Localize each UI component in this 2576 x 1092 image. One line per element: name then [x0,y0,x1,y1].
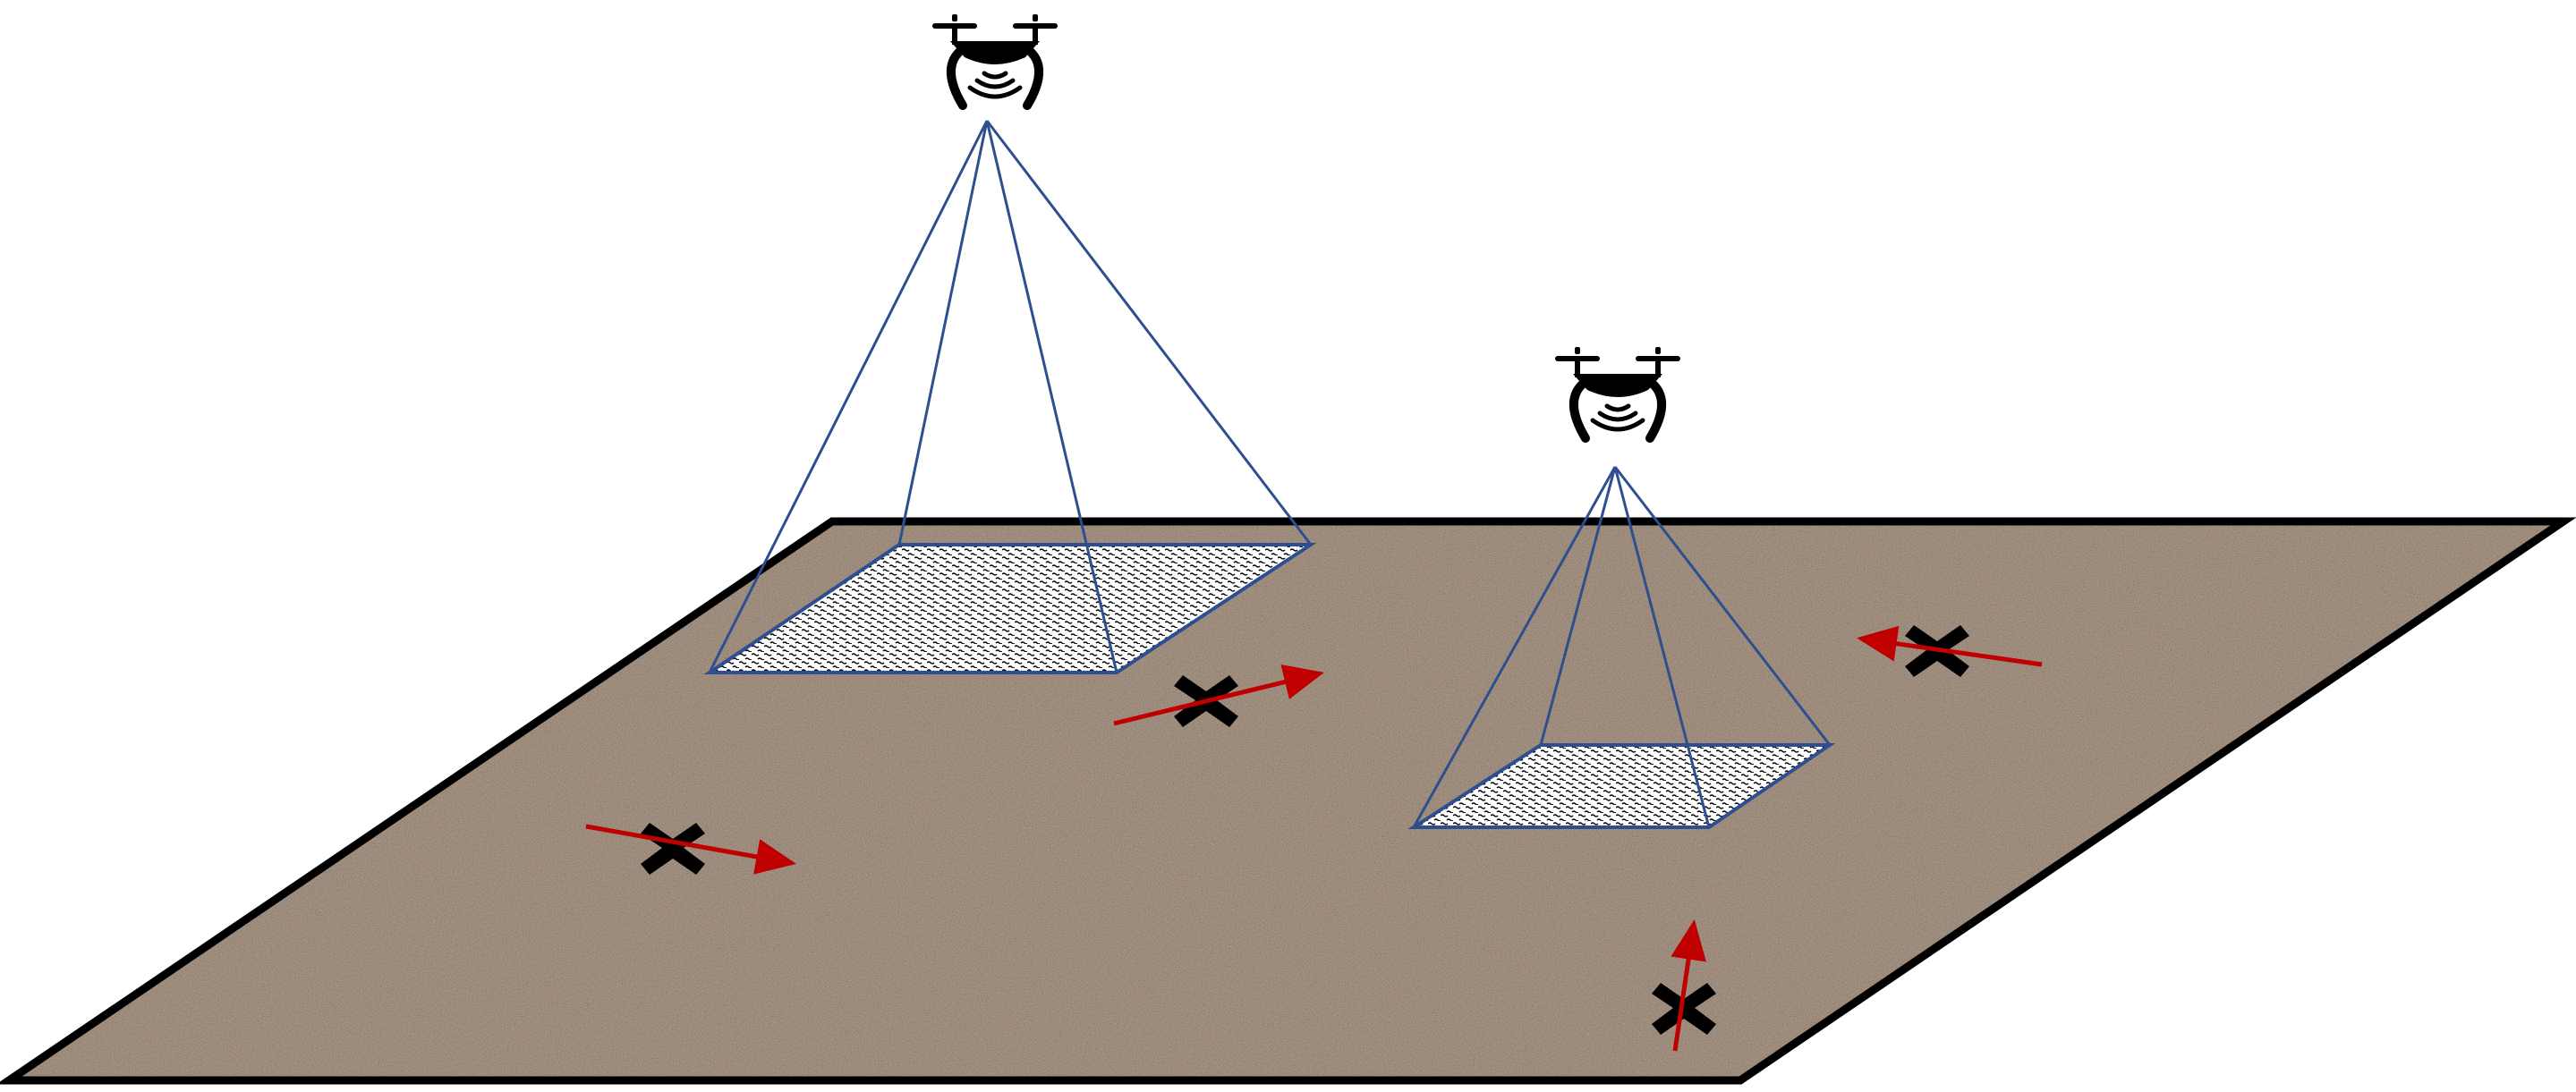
drone-icon [932,14,1058,106]
target-2 [1113,665,1324,727]
view-frustum-low [1412,466,1832,828]
view-frustum-high [708,120,1313,673]
motion-arrow [1671,919,1706,1052]
motion-arrow [1113,665,1324,726]
ground-plane [9,521,2563,1080]
target-3 [1857,625,2043,677]
target-4 [1652,919,1716,1052]
motion-arrow [1857,625,2043,667]
motion-arrow [585,824,796,875]
ground-outline [0,517,2576,1085]
target-1 [585,823,796,875]
drone-icon [1555,347,1680,438]
